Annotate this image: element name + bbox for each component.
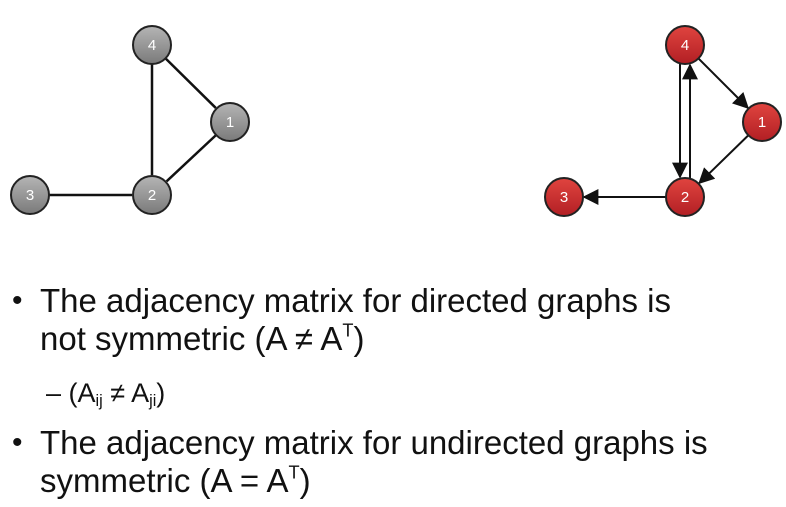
index-ij: ij <box>95 392 103 411</box>
node-2 <box>665 177 705 217</box>
undirected-graph: 1 2 3 4 <box>10 25 250 215</box>
directed-graph: 1 2 3 4 <box>544 25 782 217</box>
node-4 <box>665 25 705 65</box>
sub-bullet-index: – (Aij ≠ Aji) <box>46 378 166 411</box>
node-label-3: 3 <box>560 189 568 206</box>
node-4 <box>132 25 172 65</box>
bullet-undirected-line1: The adjacency matrix for undirected grap… <box>40 424 708 461</box>
node-label-4: 4 <box>681 37 689 54</box>
node-label-2: 2 <box>681 189 689 206</box>
bullet-directed-text: not symmetric (A ≠ A <box>40 320 343 357</box>
edge-1-2 <box>165 134 217 183</box>
sub-neq: ≠ A <box>102 378 150 408</box>
sub-close: ) <box>156 378 166 408</box>
edge-4-1 <box>697 57 749 109</box>
node-label-4: 4 <box>148 37 156 54</box>
index-ji: ji <box>149 392 157 411</box>
edge-4-1 <box>164 57 217 109</box>
bullet-directed: • The adjacency matrix for directed grap… <box>12 282 671 358</box>
bullet-dot: • <box>12 284 23 317</box>
node-3 <box>10 175 50 215</box>
node-3 <box>544 177 584 217</box>
sub-dash: – <box>46 378 62 408</box>
bullet-directed-close: ) <box>353 320 365 357</box>
graph-diagram: 1 2 3 4 1 2 3 4 <box>10 25 782 217</box>
bullet-undirected-close: ) <box>299 462 311 499</box>
bullet-directed-line2: not symmetric (A ≠ AT) <box>40 320 671 358</box>
transpose-superscript: T <box>342 320 354 341</box>
transpose-superscript: T <box>288 462 300 483</box>
node-label-3: 3 <box>26 187 34 204</box>
sub-open: (A <box>68 378 96 408</box>
node-label-1: 1 <box>758 114 766 131</box>
node-1 <box>742 102 782 142</box>
bullet-undirected-line2: symmetric (A = AT) <box>40 462 708 500</box>
bullet-undirected-text: symmetric (A = A <box>40 462 289 499</box>
bullet-directed-line1: The adjacency matrix for directed graphs… <box>40 282 671 319</box>
node-1 <box>210 102 250 142</box>
edge-1-2 <box>698 134 750 185</box>
bullet-undirected: • The adjacency matrix for undirected gr… <box>12 424 708 500</box>
node-2 <box>132 175 172 215</box>
node-label-1: 1 <box>226 114 234 131</box>
node-label-2: 2 <box>148 187 156 204</box>
bullet-dot: • <box>12 426 23 459</box>
